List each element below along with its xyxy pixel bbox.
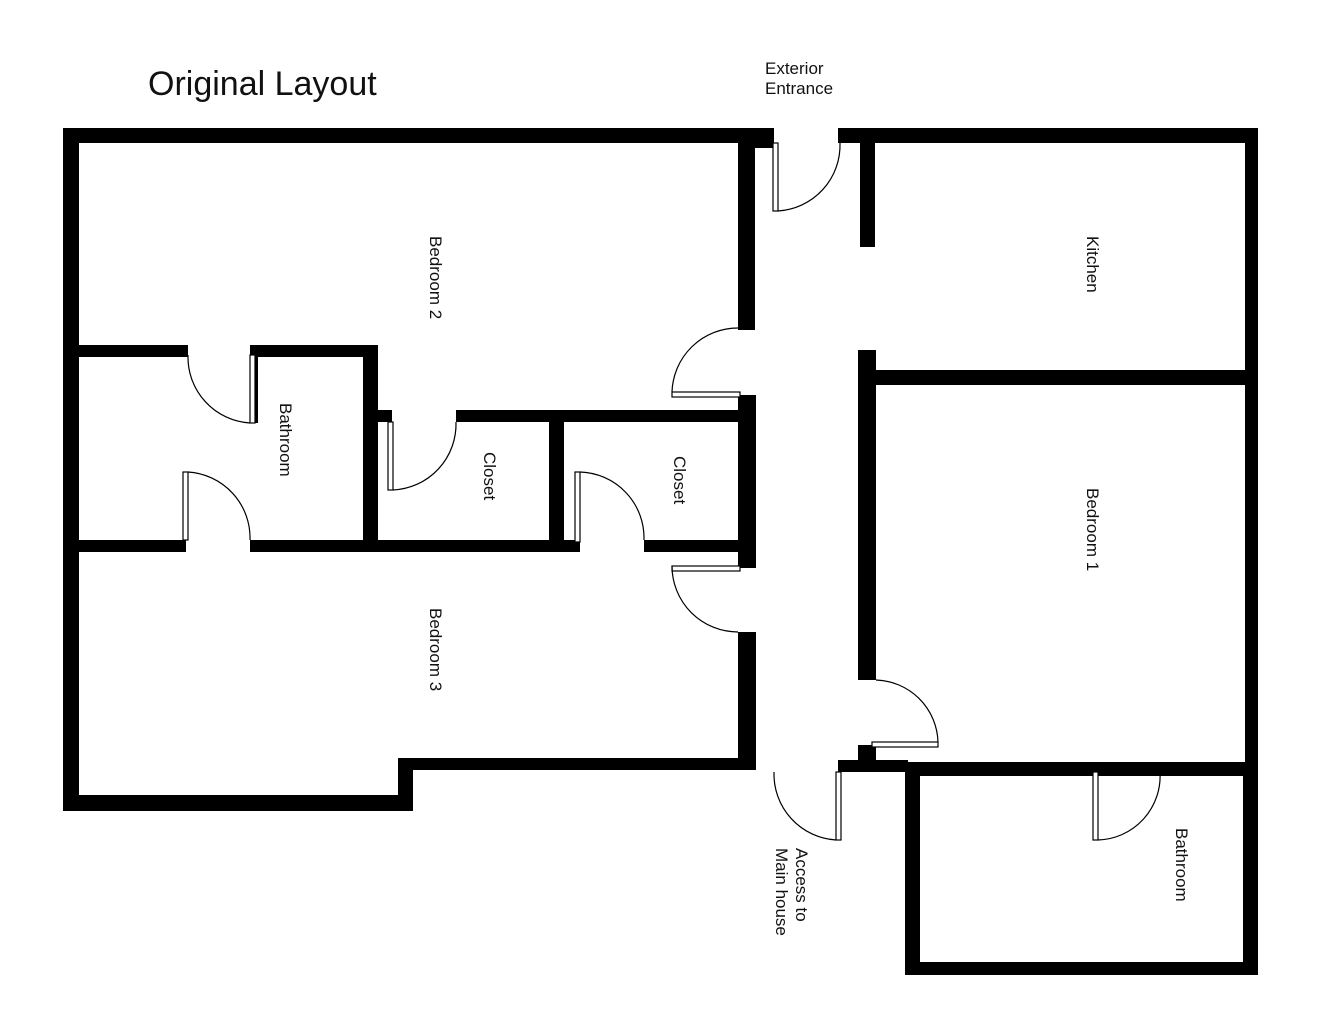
door-bath-bottom-swing (187, 471, 251, 541)
door-bedroom3-swing (671, 565, 739, 633)
door-bath-top-leaf (249, 354, 256, 424)
room-label-bedroom3: Bedroom 3 (426, 608, 445, 691)
room-label-bathroom-left: Bathroom (276, 403, 295, 477)
wall-closet-divider (549, 418, 564, 546)
doors (182, 142, 1161, 841)
door-bath-top-swing (187, 354, 251, 424)
door-access-swing (773, 771, 837, 841)
door-closet2-leaf (574, 471, 581, 543)
exterior-entrance-label-2: Entrance (765, 79, 833, 98)
access-main-house-label-2: Main house (772, 848, 791, 936)
door-bedroom1-swing (875, 679, 939, 743)
door-bath-bottom-leaf (182, 471, 189, 541)
door-closet2-swing (579, 471, 645, 541)
wall-closet2-bottom (644, 540, 754, 552)
wall-b2-bath-right (251, 345, 378, 357)
room-label-bedroom1: Bedroom 1 (1083, 488, 1102, 571)
room-label-bedroom2: Bedroom 2 (426, 236, 445, 319)
door-bedroom3-leaf (671, 565, 741, 572)
wall-b3-east (738, 632, 756, 770)
wall-hall-bottom (838, 760, 908, 772)
page-title: Original Layout (148, 65, 377, 103)
wall-kitchen-b1 (865, 370, 1255, 385)
wall-closet1-west (370, 410, 378, 545)
wall-closets-top (456, 410, 756, 422)
wall-b1-west (858, 350, 876, 680)
door-access-leaf (835, 771, 842, 841)
wall-closet2-east (738, 395, 756, 568)
wall-b2-bath-left (76, 345, 188, 357)
door-closet1-swing (392, 421, 457, 491)
wall-b3-bath-left (76, 540, 186, 552)
wall-b3-bath-right (250, 540, 580, 552)
room-label-kitchen: Kitchen (1083, 236, 1102, 293)
door-bath-right-swing (1097, 771, 1161, 841)
exterior-walls (63, 128, 1258, 975)
exterior-entrance-label-1: Exterior (765, 59, 824, 78)
room-label-closet-right: Closet (670, 456, 689, 504)
door-bedroom2-leaf (671, 391, 741, 398)
door-bedroom2-swing (671, 327, 739, 393)
door-exterior-swing (777, 142, 841, 212)
door-bath-right-leaf (1092, 771, 1099, 841)
access-main-house-label-1: Access to (792, 848, 811, 922)
door-exterior-leaf (772, 142, 779, 212)
interior-walls (76, 345, 1255, 772)
room-label-closet-left: Closet (480, 452, 499, 500)
door-bedroom1-leaf (871, 741, 939, 748)
wall-left-block (63, 128, 774, 811)
room-label-bathroom-right: Bathroom (1172, 828, 1191, 902)
door-closet1-leaf (387, 421, 394, 491)
